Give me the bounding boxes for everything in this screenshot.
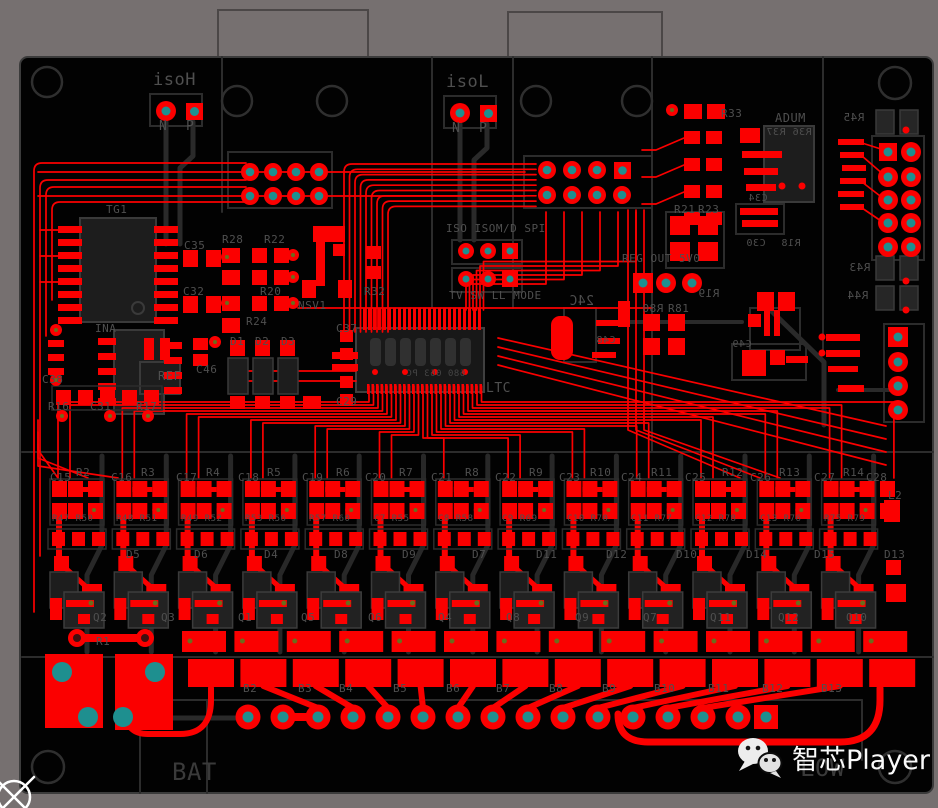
wechat-icon	[738, 738, 783, 778]
watermark: 智芯Player	[736, 736, 930, 778]
watermark-text: 智芯Player	[792, 744, 931, 776]
